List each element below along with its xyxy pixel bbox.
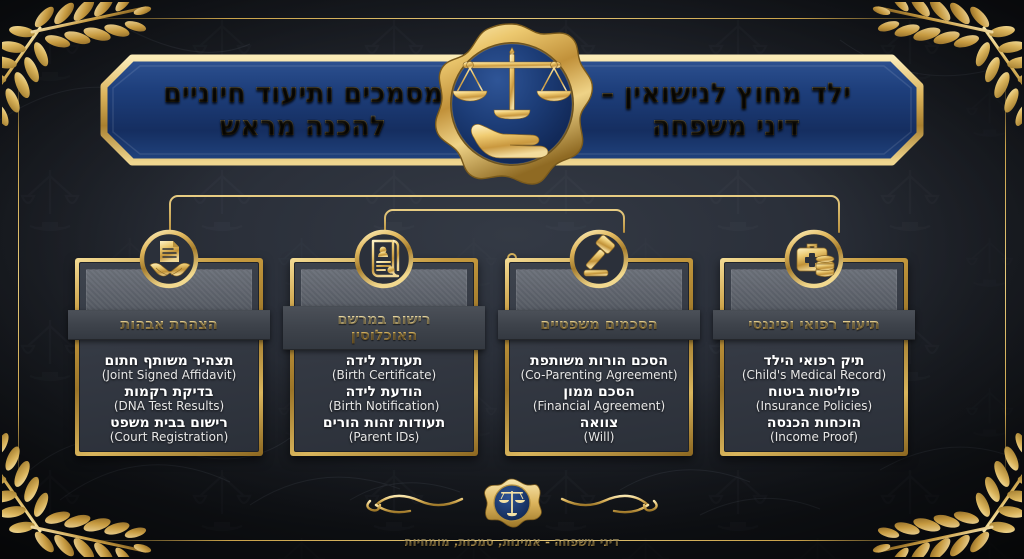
banner-right-line1: ילד מחוץ לנישואין – xyxy=(600,78,852,110)
entry-english: (Child's Medical Record) xyxy=(741,368,887,383)
card-entry-list: תעודת לידה(Birth Certificate)הודעת לידה(… xyxy=(298,353,470,448)
entry-hebrew: פוליסות ביטוח xyxy=(768,384,860,401)
card-entry-list: תיק רפואי הילד(Child's Medical Record)פו… xyxy=(728,353,900,448)
list-item: פוליסות ביטוח(Insurance Policies) xyxy=(755,384,873,414)
card-title-ribbon: תיעוד רפואי ופיננסי xyxy=(713,310,915,340)
banner-right-line2: דיני משפחה xyxy=(651,110,801,142)
frame-line-right xyxy=(1004,70,1006,489)
scales-of-justice-emblem-icon xyxy=(434,23,594,185)
list-item: תיק רפואי הילד(Child's Medical Record) xyxy=(741,353,887,383)
card-3[interactable]: הסכמים משפטיים הסכם הורות משותפת(Co-Paren… xyxy=(498,258,700,456)
certificate-scroll-icon xyxy=(353,228,415,290)
card-entry-list: הסכם הורות משותפת(Co-Parenting Agreement… xyxy=(513,353,685,448)
entry-english: (Joint Signed Affidavit) xyxy=(101,368,237,383)
entry-english: (Birth Certificate) xyxy=(331,368,437,383)
list-item: הוכחות הכנסה(Income Proof) xyxy=(767,416,861,444)
entry-hebrew: צוואה xyxy=(579,415,619,432)
entry-english: (Income Proof) xyxy=(770,430,858,445)
banner-title-right: ילד מחוץ לנישואין – דיני משפחה xyxy=(546,54,906,166)
footer-ornament xyxy=(366,478,658,528)
banner-shape xyxy=(100,54,924,166)
banner-subtitle-left: מסמכים ותיעוד חיוניים להכנה מראש xyxy=(118,54,488,166)
list-item: הסכם הורות משותפת(Co-Parenting Agreement… xyxy=(520,353,678,383)
list-item: צוואה(Will) xyxy=(580,416,619,444)
card-4[interactable]: תיעוד רפואי ופיננסי תיק רפואי הילד(Child'… xyxy=(713,258,915,456)
list-item: רישום בבית משפט(Court Registration) xyxy=(110,416,229,444)
entry-hebrew: הסכם הורות משותפת xyxy=(530,353,668,369)
footer: דיני משפחה - אמינות, סמכות, מומחיות xyxy=(0,463,1024,549)
entry-english: (DNA Test Results) xyxy=(113,399,225,414)
card-1[interactable]: הצהרת אבהות תצהיר משותף חתום(Joint Signed… xyxy=(68,258,270,456)
entry-hebrew: תיק רפואי הילד xyxy=(763,353,865,369)
entry-english: (Financial Agreement) xyxy=(532,399,666,414)
entry-hebrew: הוכחות הכנסה xyxy=(766,415,862,432)
banner-left-line1: מסמכים ותיעוד חיוניים xyxy=(163,78,443,110)
entry-hebrew: הסכם ממון xyxy=(563,384,635,401)
entry-hebrew: תעודות זהות הורים xyxy=(322,415,446,432)
frame-line-bottom xyxy=(70,539,954,541)
card-title-ribbon: הצהרת אבהות xyxy=(68,310,270,340)
document-handshake-icon xyxy=(138,228,200,290)
entry-hebrew: בדיקת רקמות xyxy=(124,384,214,401)
list-item: הודעת לידה(Birth Notification) xyxy=(328,384,440,414)
card-entry-list: תצהיר משותף חתום(Joint Signed Affidavit)… xyxy=(83,353,255,448)
list-item: בדיקת רקמות(DNA Test Results) xyxy=(113,384,225,414)
list-item: תעודת לידה(Birth Certificate) xyxy=(331,353,437,383)
entry-english: (Birth Notification) xyxy=(328,399,440,414)
footer-tagline: דיני משפחה - אמינות, סמכות, מומחיות xyxy=(404,535,620,549)
entry-english: (Co-Parenting Agreement) xyxy=(520,368,678,383)
entry-hebrew: הודעת לידה xyxy=(345,384,423,401)
entry-english: (Parent IDs) xyxy=(348,430,420,445)
card-title: הצהרת אבהות xyxy=(115,317,222,333)
card-title: הסכמים משפטיים xyxy=(535,317,662,333)
list-item: תצהיר משותף חתום(Joint Signed Affidavit) xyxy=(101,353,237,383)
entry-english: (Insurance Policies) xyxy=(755,399,873,414)
frame-line-left xyxy=(18,70,20,489)
banner-left-line2: להכנה מראש xyxy=(219,110,387,142)
entry-english: (Court Registration) xyxy=(109,430,229,445)
entry-hebrew: תצהיר משותף חתום xyxy=(104,353,234,369)
list-item: תעודות זהות הורים(Parent IDs) xyxy=(323,416,445,444)
card-title-ribbon: הסכמים משפטיים xyxy=(498,310,700,340)
card-title: תיעוד רפואי ופיננסי xyxy=(743,317,885,333)
list-item: הסכם ממון(Financial Agreement) xyxy=(532,384,666,414)
entry-hebrew: רישום בבית משפט xyxy=(110,415,228,432)
frame-line-top xyxy=(70,18,954,20)
medical-bag-coins-icon xyxy=(783,228,845,290)
entry-hebrew: תעודת לידה xyxy=(345,353,423,369)
title-banner: מסמכים ותיעוד חיוניים להכנה מראש ילד מחו… xyxy=(100,54,924,166)
gavel-icon xyxy=(568,228,630,290)
entry-english: (Will) xyxy=(583,430,615,445)
